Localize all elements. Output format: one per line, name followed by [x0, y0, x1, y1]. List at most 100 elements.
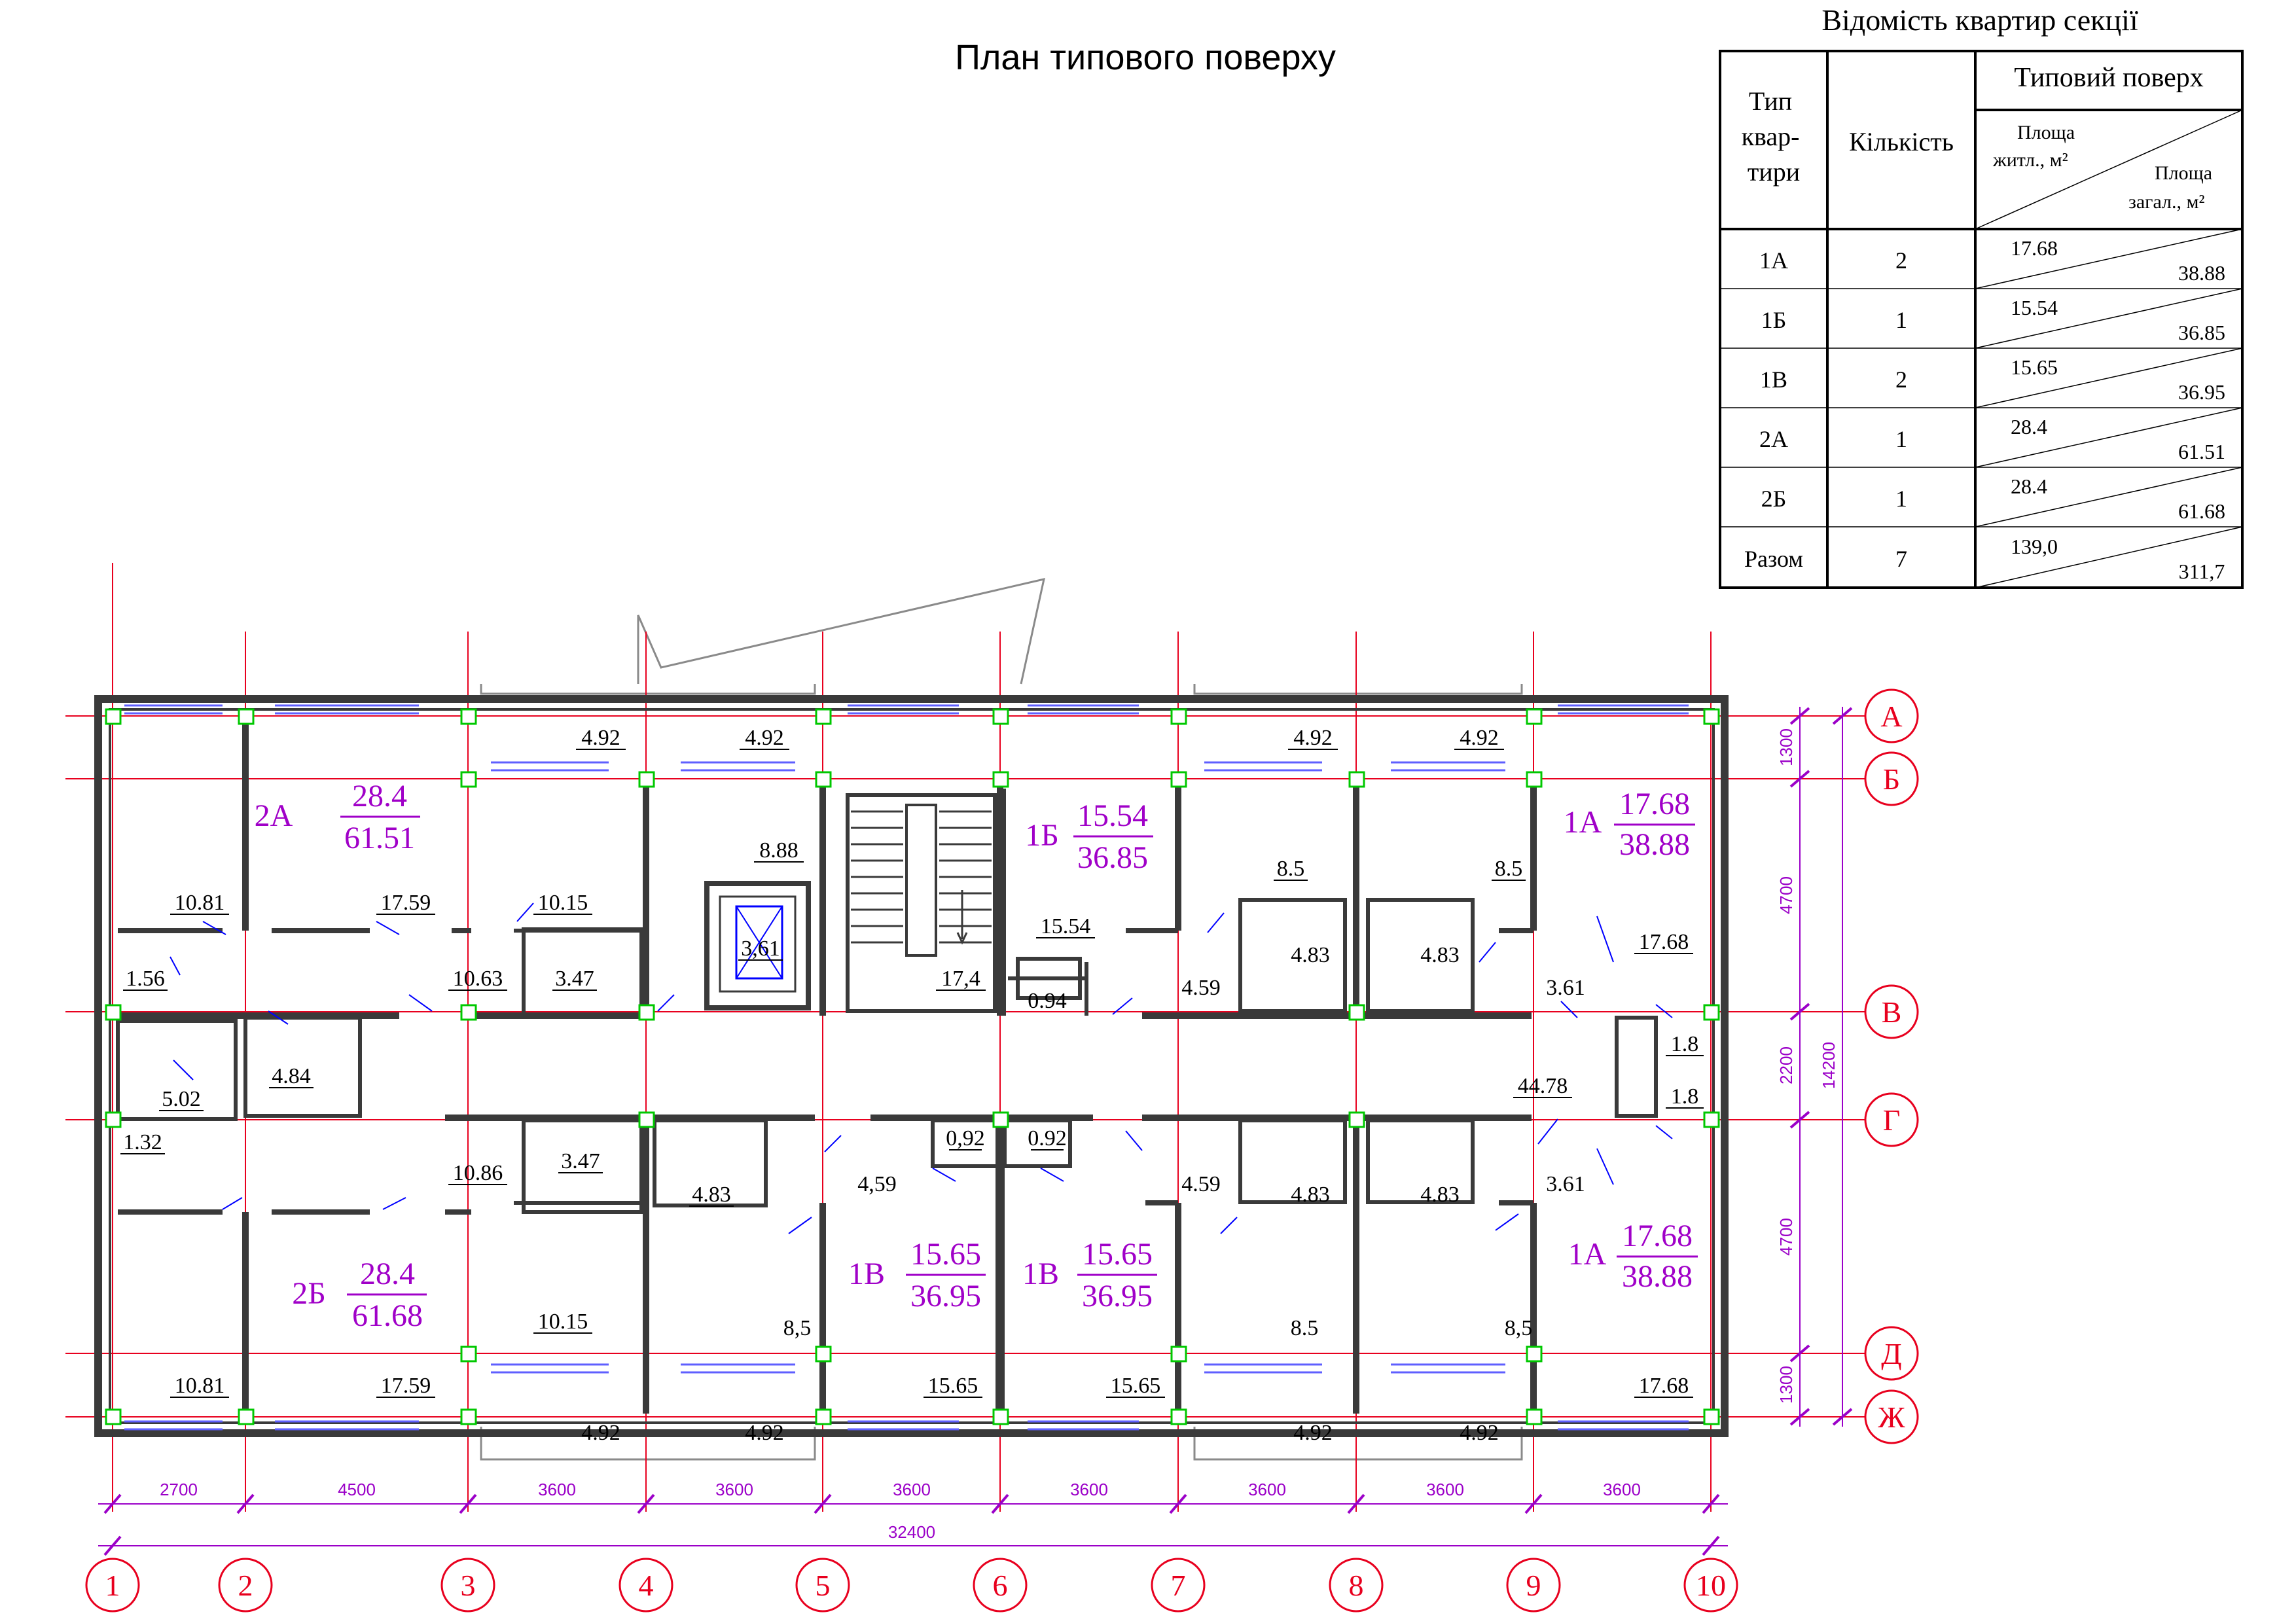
dimension-label: 4700 — [1776, 876, 1796, 914]
room-area: 15.65 — [928, 1374, 978, 1398]
room-area: 3,61 — [741, 936, 780, 961]
room-area: 3.61 — [1546, 1172, 1585, 1196]
room-area: 17,4 — [941, 967, 980, 991]
apartment-label: 1В 15.65 36.95 — [848, 1237, 986, 1313]
room-area: 10.15 — [538, 1310, 588, 1334]
row-living: 17.68 — [2011, 236, 2058, 260]
svg-text:Тип квар- тири: Тип квар- тири — [1742, 86, 1806, 187]
room-area: 17.59 — [381, 1374, 431, 1398]
svg-text:38.88: 38.88 — [1622, 1259, 1693, 1294]
row-total: 61.68 — [2178, 499, 2225, 523]
dimension-label: 3600 — [1070, 1480, 1108, 1499]
room-area: 0,92 — [946, 1126, 985, 1150]
row-count: 2 — [1895, 247, 1907, 274]
room-area: 4.83 — [1291, 943, 1330, 967]
room-area: 8,5 — [783, 1316, 812, 1340]
room-area: 10.63 — [453, 967, 503, 991]
dimension-label: 2200 — [1776, 1046, 1796, 1084]
room-area: 4.92 — [581, 1421, 620, 1445]
room-area: 1.8 — [1671, 1084, 1699, 1109]
axis-label: 10 — [1696, 1569, 1726, 1602]
svg-text:17.68: 17.68 — [1619, 787, 1690, 821]
row-living: 15.65 — [2011, 355, 2058, 379]
room-area: 4.92 — [745, 726, 784, 750]
right-dimensions — [1789, 707, 1853, 1427]
room-area: 8.5 — [1291, 1316, 1319, 1340]
svg-text:2Б: 2Б — [292, 1276, 326, 1311]
axis-label: 4 — [639, 1569, 654, 1602]
row-living: 15.54 — [2011, 296, 2058, 319]
apartment-schedule: Відомість квартир секції Тип квар- тири … — [1719, 3, 2244, 589]
plan-title: План типового поверху — [955, 38, 1336, 77]
header-type-2: квар- — [1742, 122, 1800, 151]
dimension-label: 3600 — [1426, 1480, 1464, 1499]
dimension-label: 1300 — [1776, 1366, 1796, 1404]
row-type: 1Б — [1761, 307, 1787, 333]
svg-text:1В: 1В — [848, 1257, 885, 1291]
row-living: 28.4 — [2011, 474, 2047, 498]
svg-text:61.68: 61.68 — [352, 1298, 423, 1333]
axis-label: Д — [1881, 1337, 1901, 1370]
apartment-label: 2Б 28.4 61.68 — [292, 1257, 427, 1333]
room-area: 1.8 — [1671, 1032, 1699, 1056]
room-area: 3.47 — [555, 967, 594, 991]
row-count: 1 — [1895, 486, 1907, 512]
room-area: 8,5 — [1505, 1316, 1533, 1340]
row-type: 1В — [1760, 366, 1787, 393]
dimension-label: 3600 — [538, 1480, 576, 1499]
apartment-label: 1А 17.68 38.88 — [1564, 787, 1695, 862]
room-area: 8.5 — [1495, 857, 1523, 881]
room-area: 17.59 — [381, 891, 431, 915]
lift-shaft — [704, 881, 811, 1010]
axis-bubbles-columns: 1 2 3 4 5 6 7 8 9 10 — [85, 1558, 1738, 1613]
room-area: 10.86 — [453, 1161, 503, 1185]
svg-text:36.95: 36.95 — [1082, 1279, 1153, 1313]
svg-text:1А: 1А — [1564, 805, 1602, 840]
svg-text:28.4: 28.4 — [360, 1257, 415, 1291]
axis-label: Г — [1883, 1103, 1901, 1137]
row-count: 1 — [1895, 426, 1907, 452]
header-type-1: Тип — [1749, 86, 1792, 116]
room-area: 10.81 — [175, 1374, 225, 1398]
room-area: 10.15 — [538, 891, 588, 915]
axis-label: 3 — [461, 1569, 476, 1602]
row-total: 311,7 — [2179, 560, 2225, 583]
svg-text:15.65: 15.65 — [1082, 1237, 1153, 1272]
dimension-total: 32400 — [888, 1522, 935, 1542]
room-area-underlines — [120, 749, 1704, 1398]
dimension-label: 3600 — [893, 1480, 931, 1499]
axis-label: 9 — [1526, 1569, 1541, 1602]
room-area: 4.92 — [1293, 1421, 1333, 1445]
room-area: 4.83 — [1420, 1183, 1460, 1207]
svg-text:36.85: 36.85 — [1077, 840, 1148, 875]
dimension-label: 1300 — [1776, 728, 1796, 766]
apartment-labels: 2А 28.4 61.51 1Б 15.54 36.85 1А 17.68 38… — [255, 779, 1698, 1333]
header-total-2: загал., м² — [2128, 191, 2205, 213]
room-area: 4.84 — [272, 1064, 311, 1088]
axis-label: Ж — [1878, 1400, 1905, 1434]
apartment-label: 1А 17.68 38.88 — [1568, 1219, 1698, 1294]
dimension-label: 4700 — [1776, 1218, 1796, 1256]
svg-text:Площа загал., м²: Площа загал., м² — [2128, 162, 2217, 213]
dimension-label: 3600 — [1603, 1480, 1641, 1499]
header-total-1: Площа — [2155, 162, 2212, 184]
row-total: 36.95 — [2178, 380, 2225, 404]
row-type: 2Б — [1761, 486, 1787, 512]
room-area: 4.92 — [581, 726, 620, 750]
svg-text:36.95: 36.95 — [910, 1279, 981, 1313]
svg-text:61.51: 61.51 — [344, 821, 415, 855]
dimension-label: 3600 — [1248, 1480, 1286, 1499]
row-count: 7 — [1895, 546, 1907, 572]
room-area: 4.92 — [1460, 1421, 1499, 1445]
row-total: 61.51 — [2178, 440, 2225, 463]
room-area: 4.59 — [1181, 976, 1221, 1000]
room-area: 4.83 — [1420, 943, 1460, 967]
apartment-label: 1Б 15.54 36.85 — [1025, 798, 1153, 875]
row-count: 1 — [1895, 307, 1907, 333]
bottom-dimensions — [98, 1493, 1728, 1556]
axis-label: В — [1882, 995, 1902, 1029]
svg-text:17.68: 17.68 — [1622, 1219, 1693, 1253]
room-area: 15.54 — [1041, 914, 1091, 938]
dimension-label: 4500 — [338, 1480, 376, 1499]
